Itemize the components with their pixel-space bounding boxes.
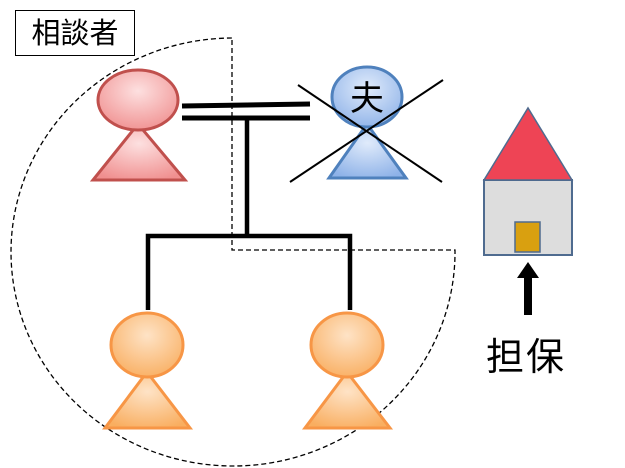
cross-out-icon: [289, 79, 444, 183]
child-person-icon: [302, 311, 394, 430]
collateral-label: 担保: [486, 335, 567, 379]
children-line: [145, 118, 353, 310]
consultant-person-icon: [89, 68, 189, 182]
husband-person-icon: [326, 65, 409, 180]
arrow-up-icon: [517, 262, 539, 315]
marriage-line: [181, 101, 311, 121]
consultant-group-boundary: [10, 37, 456, 467]
consultant-label: 相談者: [15, 10, 135, 56]
child-person-icon: [102, 311, 194, 430]
husband-label: 夫: [350, 79, 384, 119]
house-icon: [482, 106, 574, 256]
